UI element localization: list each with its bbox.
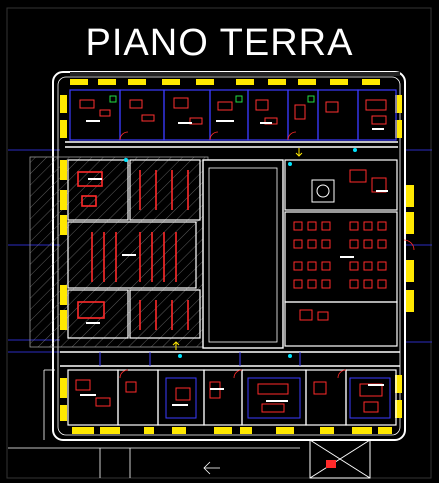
bottom-partitions <box>165 377 391 419</box>
bottom-furniture <box>75 379 383 413</box>
cyan-markers <box>124 148 357 358</box>
right-wing-tags <box>340 190 388 258</box>
top-rooms <box>69 89 397 141</box>
windows <box>60 79 414 434</box>
right-wing-walls <box>284 159 398 347</box>
top-room-tags <box>86 120 384 130</box>
left-wing-walls <box>67 159 201 339</box>
bottom-room-tags <box>80 384 384 406</box>
sheet-border <box>6 7 432 479</box>
bottom-rooms <box>67 369 397 426</box>
site-lines <box>8 369 300 478</box>
courtyard <box>202 159 284 349</box>
left-wing-tags <box>86 178 136 324</box>
corridor-partitions <box>99 352 301 366</box>
top-dimensions <box>70 72 400 76</box>
stair-arrow-icon <box>172 148 303 350</box>
dining-tables <box>293 169 387 321</box>
top-walls <box>65 141 398 148</box>
door-swing-icon <box>119 131 415 379</box>
green-fixtures <box>109 95 315 103</box>
lower-corridor <box>60 351 400 367</box>
plan-title: PIANO TERRA <box>85 22 354 64</box>
entrance-canopy <box>309 439 371 479</box>
hatched-wing-left <box>29 156 209 348</box>
stair-core <box>311 179 335 203</box>
